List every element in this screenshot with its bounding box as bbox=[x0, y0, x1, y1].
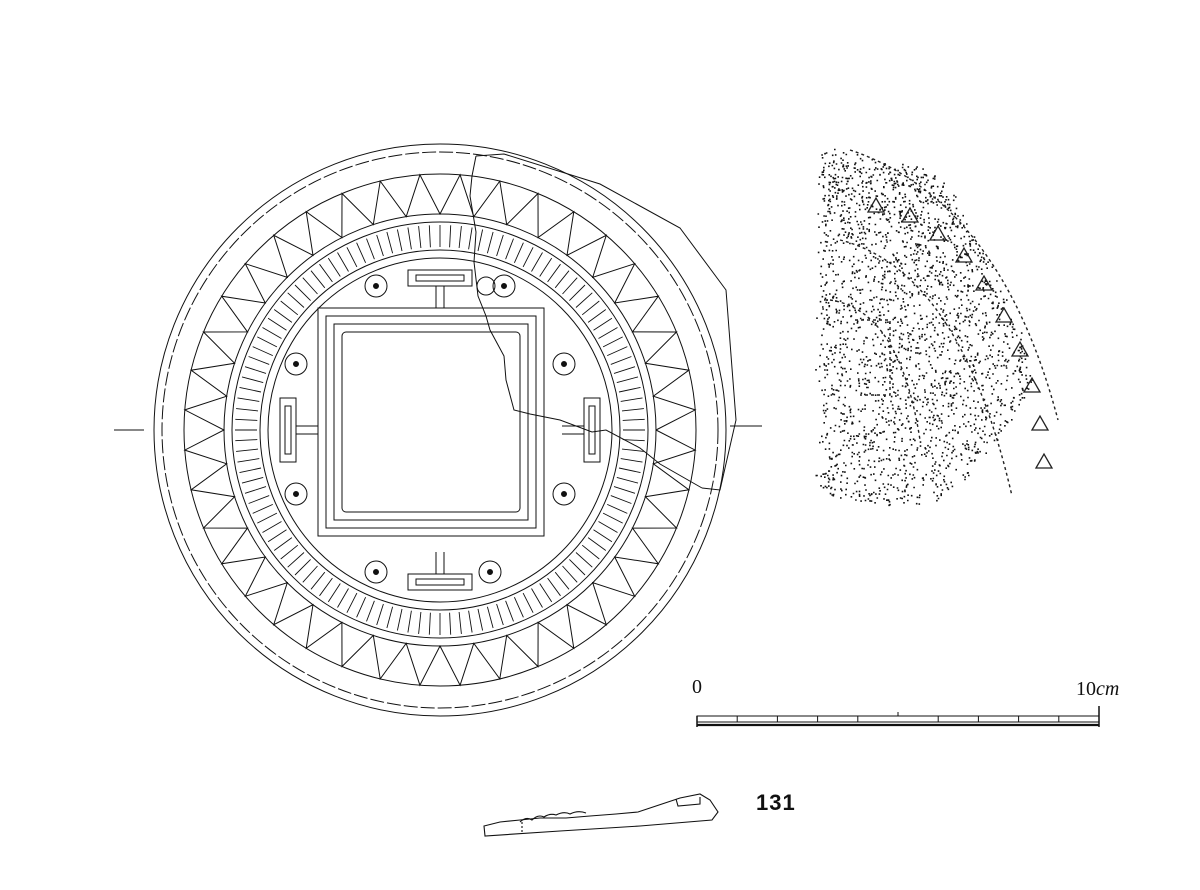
sawtooth-band bbox=[183, 173, 697, 687]
rubbing-triangle bbox=[900, 206, 920, 223]
boss bbox=[552, 482, 576, 506]
figure-number: 131 bbox=[756, 790, 796, 815]
rubbing-triangle bbox=[994, 306, 1014, 323]
outer-rim bbox=[153, 143, 727, 717]
scale-zero-label: 0 bbox=[692, 676, 702, 698]
rubbing-triangle bbox=[1030, 414, 1050, 431]
boss-small bbox=[476, 276, 496, 296]
central-square bbox=[317, 307, 545, 537]
inner-ring bbox=[267, 257, 613, 603]
rubbing-fragment bbox=[815, 148, 1059, 507]
boss bbox=[364, 274, 388, 298]
scale-bar bbox=[696, 706, 1100, 727]
rubbing-triangle bbox=[1010, 340, 1030, 357]
comb-tooth-band bbox=[231, 221, 649, 639]
boss bbox=[284, 352, 308, 376]
rubbing-triangle bbox=[1034, 452, 1054, 469]
stipple-dots bbox=[815, 148, 1033, 507]
t-mark bbox=[279, 397, 318, 463]
t-mark bbox=[407, 552, 473, 591]
boss bbox=[284, 482, 308, 506]
boss bbox=[552, 352, 576, 376]
mirror-section-profile bbox=[483, 793, 719, 837]
comb-teeth bbox=[235, 225, 645, 635]
boss bbox=[478, 560, 502, 584]
rubbing-triangle bbox=[928, 224, 948, 241]
t-mark bbox=[562, 397, 601, 463]
scale-unit: cm bbox=[1096, 678, 1120, 700]
rubbing-triangle bbox=[954, 246, 974, 263]
sawtooth-triangles bbox=[183, 173, 697, 687]
rubbing-triangle bbox=[866, 196, 886, 213]
scale-max-value: 10 bbox=[1076, 678, 1096, 700]
mend-line bbox=[469, 153, 737, 491]
tlv-marks bbox=[279, 269, 601, 591]
rubbing-triangle bbox=[1022, 376, 1042, 393]
scale-max-label: 10cm bbox=[1076, 678, 1119, 701]
centre-line-ticks bbox=[114, 425, 762, 431]
boss bbox=[364, 560, 388, 584]
mirror-plan-view bbox=[114, 143, 762, 717]
nipple-bosses bbox=[284, 274, 576, 584]
boss bbox=[492, 274, 516, 298]
rubbing-triangle bbox=[974, 274, 994, 291]
t-mark bbox=[407, 269, 473, 308]
